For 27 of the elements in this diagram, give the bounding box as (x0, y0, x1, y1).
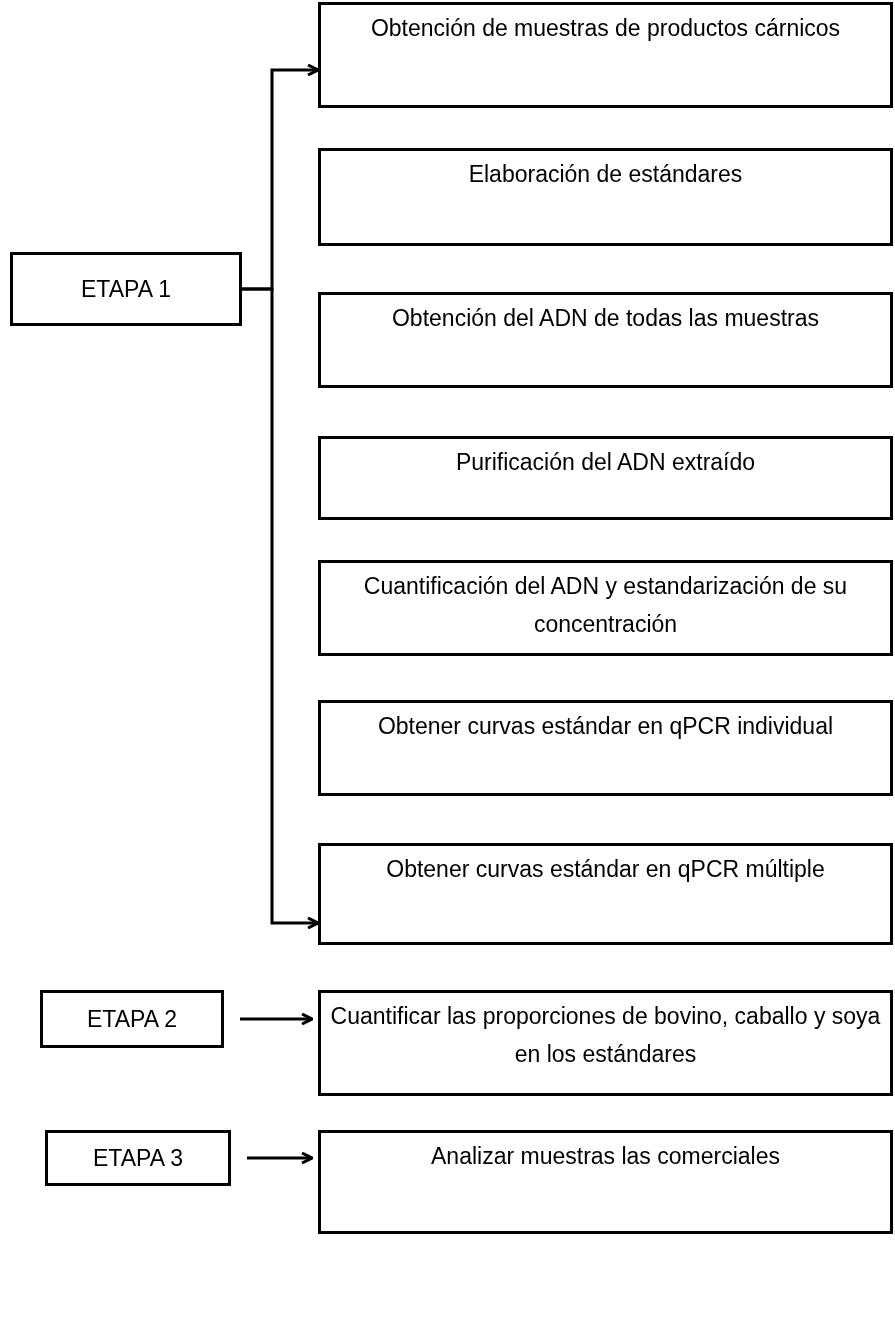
step-box (318, 148, 893, 246)
step-box (318, 560, 893, 656)
box-text: ETAPA 3 (93, 1144, 183, 1173)
box-text: Obtención de muestras de productos cárnicos (369, 14, 842, 43)
arrow (240, 1012, 314, 1026)
step-box (318, 843, 893, 945)
step-box (318, 990, 893, 1096)
arrow (247, 1151, 314, 1165)
step-box (318, 436, 893, 520)
stage-box (10, 252, 242, 326)
box-text: ETAPA 2 (87, 1005, 177, 1034)
box-text: Analizar muestras las comerciales (430, 1142, 781, 1171)
step-box (318, 700, 893, 796)
arrow (242, 287, 320, 930)
step-box (318, 292, 893, 388)
box-text: Cuantificación del ADN y estandarización de su concentración (362, 572, 849, 639)
box-text: ETAPA 1 (81, 275, 171, 304)
step-box (318, 2, 893, 108)
step-box (318, 1130, 893, 1234)
stage-box (45, 1130, 231, 1186)
box-text: Obtener curvas estándar en qPCR múltiple (385, 855, 826, 884)
box-text: Obtención del ADN de todas las muestras (391, 304, 820, 333)
box-text: Cuantificar las proporciones de bovino, caballo y soya en los estándares (329, 1002, 882, 1069)
stage-box (40, 990, 224, 1048)
box-text: Elaboración de estándares (467, 160, 744, 189)
box-text: Obtener curvas estándar en qPCR individual (376, 712, 835, 741)
box-text: Purificación del ADN extraído (454, 448, 757, 477)
